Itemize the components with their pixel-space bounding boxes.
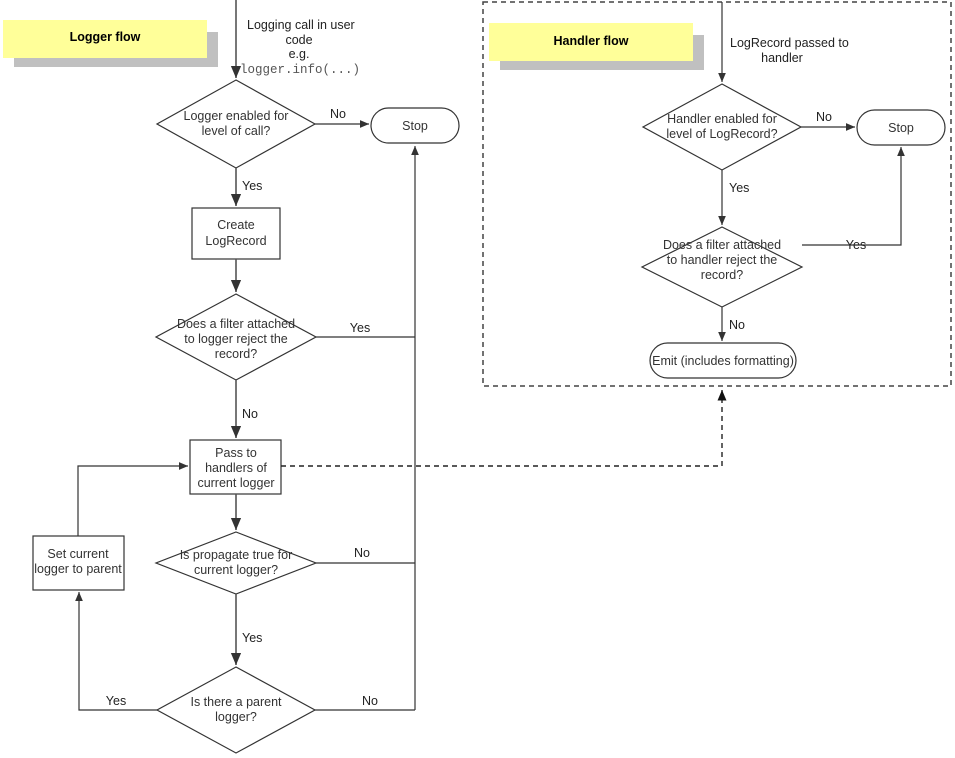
decision-handler-enabled-line2: level of LogRecord? (666, 127, 777, 141)
process-create-logrecord-line2: LogRecord (205, 234, 266, 248)
edge-label-logger-filter-no: No (242, 407, 258, 421)
decision-handler-filter-line1: Does a filter attached (663, 238, 781, 252)
handler-flow-container (482, 1, 952, 387)
terminator-stop-handler[interactable] (856, 109, 946, 146)
terminator-stop-logger-label: Stop (402, 119, 428, 133)
decision-handler-enabled-line1: Handler enabled for (667, 112, 777, 126)
process-set-current-logger-line1: Set current (47, 547, 109, 561)
decision-logger-filter-line1: Does a filter attached (177, 317, 295, 331)
process-create-logrecord-line1: Create (217, 218, 255, 232)
logger-entry-note-line2: code (285, 33, 312, 47)
decision-propagate-line2: current logger? (194, 563, 278, 577)
edge-handlers-to-handler-flow (281, 389, 727, 467)
edge-label-logger-enabled-yes: Yes (242, 179, 262, 193)
terminator-stop-handler-label: Stop (888, 121, 914, 135)
edge-label-handler-enabled-yes: Yes (729, 181, 749, 195)
edge-label-handler-filter-no: No (729, 318, 745, 332)
decision-logger-enabled-line2: level of call? (202, 124, 271, 138)
process-pass-to-handlers-line3: current logger (197, 476, 274, 490)
logger-entry-note-line1: Logging call in user (247, 18, 355, 32)
process-pass-to-handlers[interactable] (189, 439, 282, 495)
edge-label-logger-filter-yes: Yes (350, 321, 370, 335)
decision-logger-filter-line3: record? (215, 347, 257, 361)
process-pass-to-handlers-line2: handlers of (205, 461, 267, 475)
handler-flow-banner-label: Handler flow (553, 34, 628, 48)
edge-label-parent-yes: Yes (106, 694, 126, 708)
logger-entry-note-line3: e.g. (289, 47, 310, 61)
logger-entry-note-code: logger.info(...) (240, 63, 360, 77)
decision-parent-logger-line1: Is there a parent (190, 695, 282, 709)
process-pass-to-handlers-line1: Pass to (215, 446, 257, 460)
edge-label-logger-enabled-no: No (330, 107, 346, 121)
edge-label-propagate-no: No (354, 546, 370, 560)
terminator-stop-logger[interactable] (370, 107, 460, 144)
process-set-current-logger-line2: logger to parent (34, 562, 122, 576)
edge-label-handler-filter-yes: Yes (846, 238, 866, 252)
decision-logger-enabled-line1: Logger enabled for (184, 109, 289, 123)
process-create-logrecord[interactable] (191, 207, 281, 260)
decision-handler-filter-line3: record? (701, 268, 743, 282)
handler-entry-note-line1: LogRecord passed to (730, 36, 849, 50)
handler-entry-note-line2: handler (761, 51, 803, 65)
decision-parent-logger-line2: logger? (215, 710, 257, 724)
decision-parent-logger[interactable] (155, 666, 317, 754)
edge-handler-filter-yes (802, 146, 905, 246)
process-set-current-logger[interactable] (32, 535, 125, 591)
edge-label-parent-no: No (362, 694, 378, 708)
logger-flow-banner-label: Logger flow (70, 30, 141, 44)
terminator-emit-label: Emit (includes formatting) (652, 354, 794, 368)
logger-flow-banner (3, 20, 207, 58)
decision-handler-filter-line2: to handler reject the (667, 253, 778, 267)
edge-label-handler-enabled-no: No (816, 110, 832, 124)
edge-label-propagate-yes: Yes (242, 631, 262, 645)
terminator-emit[interactable] (649, 342, 797, 379)
decision-propagate-line1: Is propagate true for (180, 548, 293, 562)
handler-flow-banner (489, 23, 693, 61)
edge-set-logger-to-handlers (77, 462, 189, 536)
decision-logger-filter-line2: to logger reject the (184, 332, 288, 346)
edge-parent-yes (75, 591, 157, 711)
